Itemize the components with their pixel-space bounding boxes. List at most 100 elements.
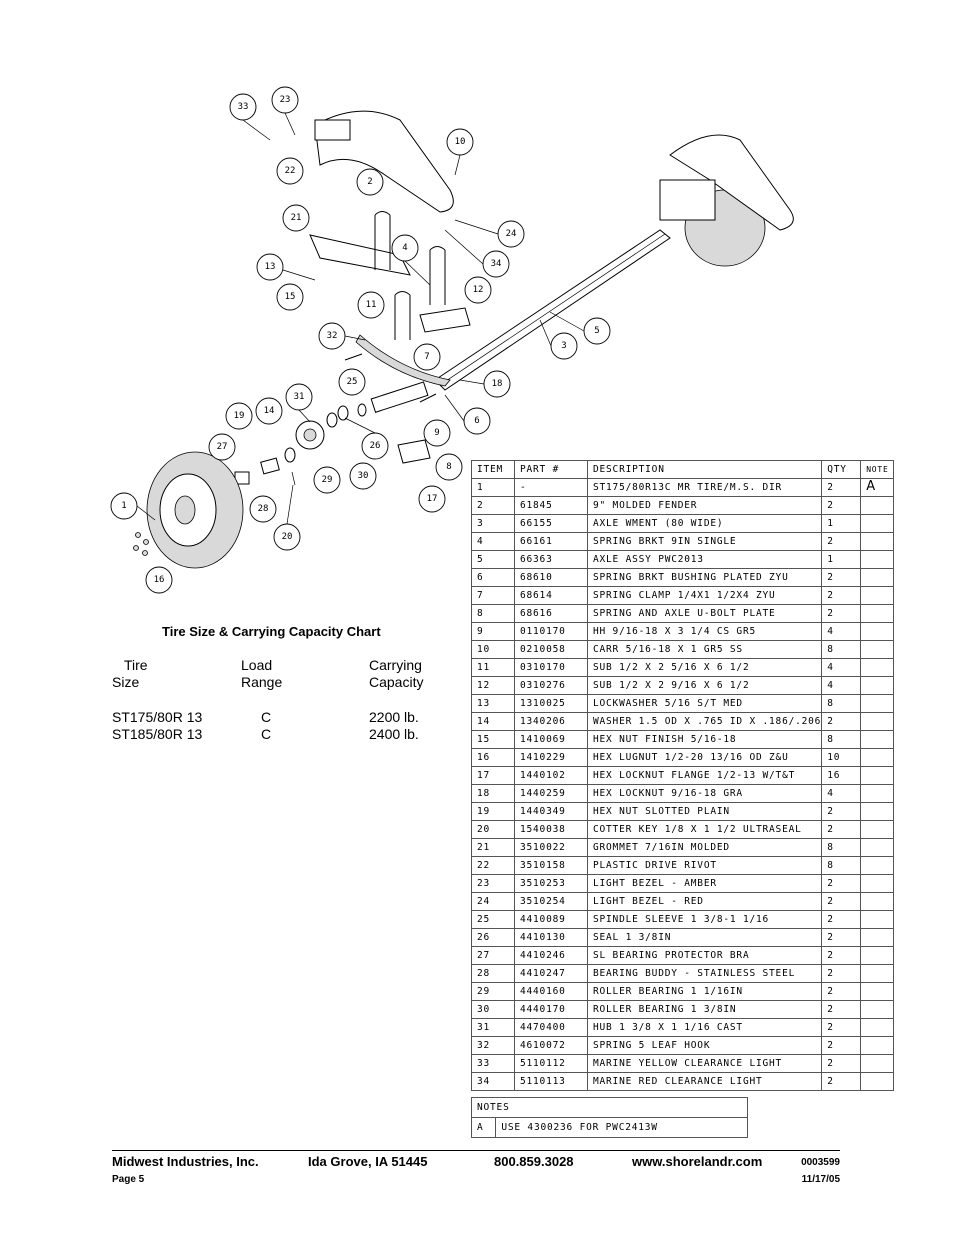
note <box>860 712 895 731</box>
quantity: 2 <box>821 1072 862 1091</box>
note <box>860 982 895 1001</box>
note <box>860 964 895 983</box>
note <box>860 766 895 785</box>
item-number: 6 <box>471 568 515 587</box>
callout-circle <box>357 291 385 319</box>
notes-header: NOTES <box>471 1097 748 1118</box>
callout-circle <box>446 128 474 156</box>
hub-center <box>303 428 317 442</box>
col-header-load-range: Load Range <box>241 657 282 691</box>
callout-label: 33 <box>238 102 249 112</box>
header-line: Tire <box>124 657 148 673</box>
header-line: Capacity <box>369 674 424 690</box>
callout-circle <box>583 317 611 345</box>
description: SPINDLE SLEEVE 1 3/8-1 1/16 <box>586 910 823 929</box>
parts-table: ITEM PART # DESCRIPTION QTY NOTE 1-ST175… <box>471 460 895 1091</box>
description: ST175/80R13C MR TIRE/M.S. DIR <box>586 478 823 497</box>
callout-28: 28 <box>249 495 277 523</box>
fender-bracket <box>314 119 351 141</box>
description: AXLE ASSY PWC2013 <box>586 550 823 569</box>
quantity: 2 <box>821 928 862 947</box>
callout-10: 10 <box>446 128 474 156</box>
callout-circle <box>463 407 491 435</box>
note <box>860 802 895 821</box>
callout-circle <box>256 253 284 281</box>
item-number: 12 <box>471 676 515 695</box>
capacity-values: 2200 lb. 2400 lb. <box>369 709 419 743</box>
part-number: 5110113 <box>514 1072 588 1091</box>
description: HEX LOCKNUT FLANGE 1/2-13 W/T&T <box>586 766 823 785</box>
footer-page: Page 5 <box>112 1174 145 1185</box>
col-header-tire: Tire <box>124 657 148 674</box>
callout-label: 11 <box>366 300 377 310</box>
quantity: 2 <box>821 496 862 515</box>
item-number: 16 <box>471 748 515 767</box>
description: HUB 1 3/8 X 1 1/16 CAST <box>586 1018 823 1037</box>
callout-circle <box>313 466 341 494</box>
part-number: 4410246 <box>514 946 588 965</box>
description: CARR 5/16-18 X 1 GR5 SS <box>586 640 823 659</box>
description: LIGHT BEZEL - RED <box>586 892 823 911</box>
bearing-buddy <box>260 457 280 475</box>
callout-27: 27 <box>208 433 236 461</box>
callout-circle <box>273 523 301 551</box>
item-number: 22 <box>471 856 515 875</box>
callout-circle <box>110 492 138 520</box>
callout-circle <box>208 433 236 461</box>
item-number: 3 <box>471 514 515 533</box>
callout-8: 8 <box>435 453 463 481</box>
note <box>860 604 895 623</box>
spindle <box>370 381 429 413</box>
item-number: 19 <box>471 802 515 821</box>
quantity: 2 <box>821 820 862 839</box>
callout-circle <box>271 86 299 114</box>
callout-label: 17 <box>427 494 438 504</box>
note <box>860 928 895 947</box>
footer-date: 11/17/05 <box>801 1174 840 1185</box>
u-bolt-1 <box>374 211 391 270</box>
header-qty: QTY <box>821 460 862 479</box>
callout-label: 31 <box>294 392 305 402</box>
item-number: 11 <box>471 658 515 677</box>
item-number: 32 <box>471 1036 515 1055</box>
header-description: DESCRIPTION <box>586 460 823 479</box>
note <box>860 1018 895 1037</box>
col-header-capacity: Carrying Capacity <box>369 657 423 691</box>
item-number: 26 <box>471 928 515 947</box>
quantity: 2 <box>821 478 862 497</box>
part-number: 66161 <box>514 532 588 551</box>
callout-9: 9 <box>423 419 451 447</box>
tire-size: ST175/80R 13 <box>112 709 203 725</box>
item-number: 15 <box>471 730 515 749</box>
quantity: 2 <box>821 1036 862 1055</box>
callout-7: 7 <box>413 343 441 371</box>
right-fender <box>669 134 794 231</box>
callout-label: 13 <box>265 262 276 272</box>
spindle-sleeve <box>357 403 367 417</box>
item-number: 5 <box>471 550 515 569</box>
callout-34: 34 <box>482 250 510 278</box>
quantity: 2 <box>821 712 862 731</box>
header-line: Size <box>112 674 140 690</box>
callout-19: 19 <box>225 402 253 430</box>
callout-circle <box>356 168 384 196</box>
callout-circle <box>349 462 377 490</box>
callout-label: 28 <box>258 504 269 514</box>
description: SUB 1/2 X 2 5/16 X 6 1/2 <box>586 658 823 677</box>
callout-circle <box>435 453 463 481</box>
item-number: 1 <box>471 478 515 497</box>
callout-4: 4 <box>391 234 419 262</box>
callout-circle <box>285 383 313 411</box>
note <box>860 550 895 569</box>
quantity: 2 <box>821 604 862 623</box>
callout-26: 26 <box>361 432 389 460</box>
